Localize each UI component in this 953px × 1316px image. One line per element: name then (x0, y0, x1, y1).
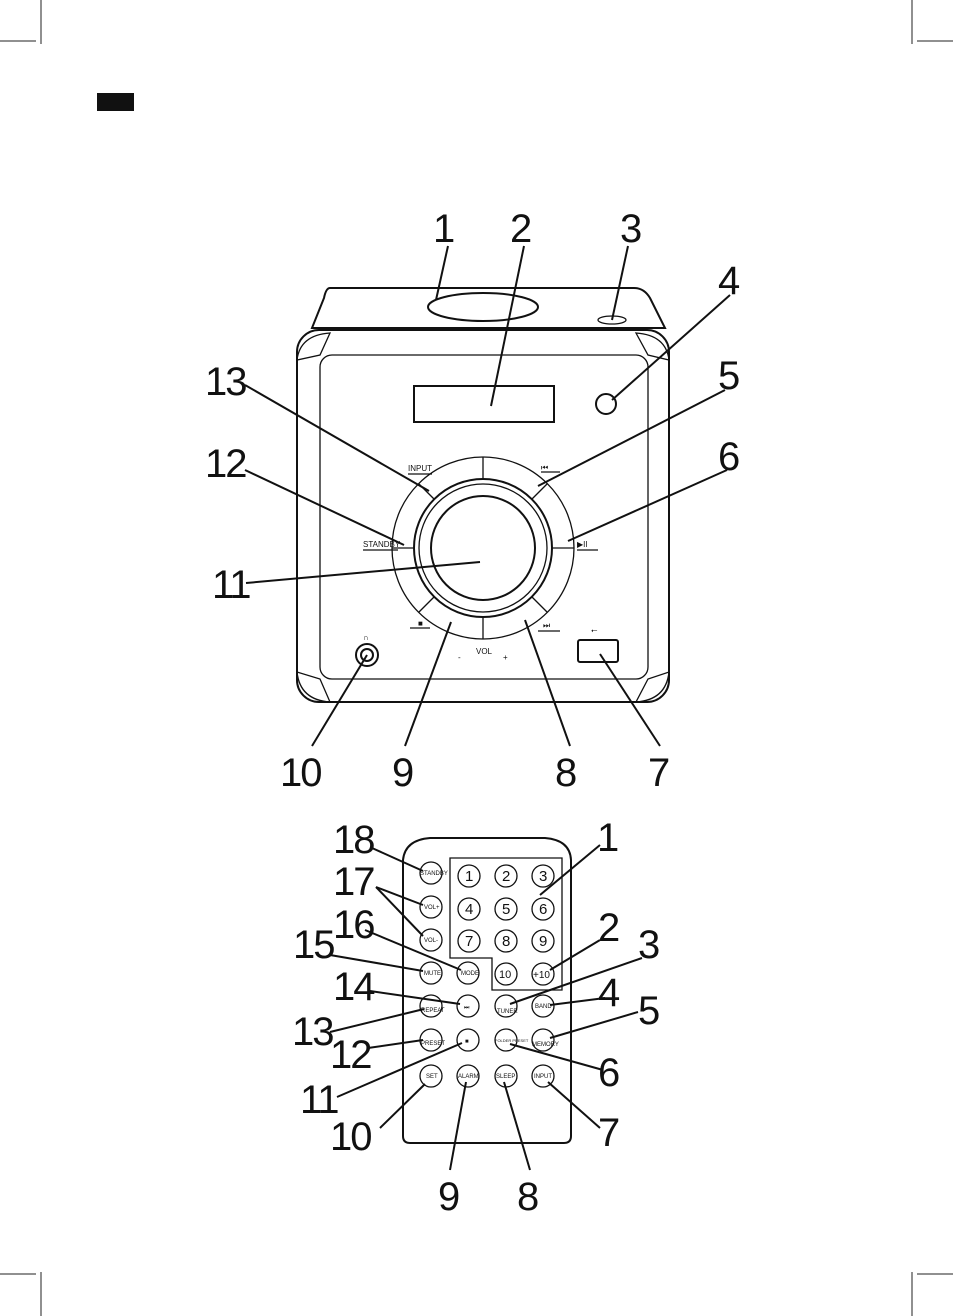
remote-callout-13: 13 (292, 1010, 333, 1054)
callout-10: 10 (280, 751, 321, 795)
svg-text:TUNER: TUNER (497, 1009, 518, 1015)
remote-callout-16: 16 (333, 903, 374, 947)
remote-callout-18: 18 (333, 818, 374, 862)
key-3[interactable]: 3 (539, 868, 547, 885)
key-5[interactable]: 5 (502, 901, 510, 918)
top-slot (428, 293, 538, 321)
key-2[interactable]: 2 (502, 868, 510, 885)
prev-label: ⏮ (541, 463, 548, 472)
remote-callouts: 1 2 3 4 5 6 7 8 9 10 11 12 13 14 15 16 1… (292, 816, 659, 1219)
remote-callout-2: 2 (598, 906, 619, 950)
play-pause-label: ▶II (577, 540, 588, 549)
usb-icon: ⭠ (591, 626, 598, 635)
remote-callout-7: 7 (598, 1111, 619, 1155)
svg-text:VOL-: VOL- (424, 938, 438, 944)
next-label: ⏭ (543, 621, 550, 630)
callout-3: 3 (620, 207, 641, 251)
key-7[interactable]: 7 (465, 933, 473, 950)
callout-7: 7 (648, 751, 669, 795)
svg-text:FOLDER PRESET: FOLDER PRESET (495, 1038, 529, 1043)
svg-text:■: ■ (465, 1039, 469, 1045)
remote-callout-4: 4 (598, 971, 620, 1015)
remote-callout-14: 14 (333, 965, 375, 1009)
remote-callout-6: 6 (598, 1051, 619, 1095)
vol-plus-label: + (503, 653, 508, 662)
svg-text:ALARM: ALARM (458, 1074, 479, 1080)
svg-text:BAND: BAND (535, 1004, 552, 1010)
key-10[interactable]: 10 (499, 969, 511, 981)
usb-port[interactable] (578, 640, 618, 662)
key-8[interactable]: 8 (502, 933, 510, 950)
remote-callout-1: 1 (597, 816, 618, 860)
callout-13: 13 (205, 360, 246, 404)
svg-text:STANDBY: STANDBY (420, 871, 448, 877)
svg-text:⏭: ⏭ (464, 1005, 470, 1011)
svg-text:MUTE: MUTE (424, 971, 441, 977)
input-label: INPUT (408, 464, 432, 473)
remote-leaders (330, 845, 642, 1170)
key-1[interactable]: 1 (465, 868, 473, 885)
remote-callout-12: 12 (330, 1033, 371, 1077)
callout-5: 5 (718, 354, 739, 398)
callout-8: 8 (555, 751, 576, 795)
language-tab (97, 93, 134, 111)
svg-text:MODE: MODE (461, 971, 479, 977)
lcd-display (414, 386, 554, 422)
key-plus10[interactable]: +10 (533, 970, 550, 981)
callout-1: 1 (433, 207, 454, 251)
vol-label: VOL (476, 647, 493, 656)
rds-preset-button[interactable] (420, 1029, 442, 1051)
remote-callout-5: 5 (638, 989, 659, 1033)
remote-callout-11: 11 (300, 1078, 338, 1122)
svg-text:SLEEP: SLEEP (496, 1074, 515, 1080)
remote-callout-9: 9 (438, 1175, 459, 1219)
ir-sensor (596, 394, 616, 414)
svg-text:MEMORY: MEMORY (532, 1042, 559, 1048)
control-ring-inner[interactable] (414, 479, 552, 617)
callout-6: 6 (718, 435, 739, 479)
numpad: 1 2 3 4 5 6 7 8 9 10 +10 (458, 865, 554, 985)
callout-9: 9 (392, 751, 413, 795)
key-6[interactable]: 6 (539, 901, 547, 918)
center-knob[interactable] (431, 496, 535, 600)
key-9[interactable]: 9 (539, 933, 547, 950)
svg-text:VOL+: VOL+ (424, 905, 440, 911)
callout-11: 11 (212, 563, 250, 607)
callout-12: 12 (205, 442, 246, 486)
remote-callout-3: 3 (638, 923, 659, 967)
callout-4: 4 (718, 259, 740, 303)
headphone-icon: ∩ (363, 633, 369, 642)
remote-callout-8: 8 (517, 1175, 538, 1219)
stop-label: ■ (418, 619, 423, 628)
svg-text:SET: SET (426, 1074, 438, 1080)
vol-minus-label: - (458, 653, 461, 662)
svg-text:INPUT: INPUT (534, 1074, 552, 1080)
svg-text:REPEAT: REPEAT (421, 1008, 445, 1014)
remote-callout-17: 17 (333, 860, 374, 904)
device-face (320, 355, 648, 679)
key-4[interactable]: 4 (465, 901, 473, 918)
callout-2: 2 (510, 207, 531, 251)
remote-callout-15: 15 (293, 923, 334, 967)
svg-text:PRESET: PRESET (421, 1041, 445, 1047)
front-device: INPUT STANDBY ⏮ ▶II ■ ⏭ - VOL + ∩ ⭠ (297, 288, 669, 702)
